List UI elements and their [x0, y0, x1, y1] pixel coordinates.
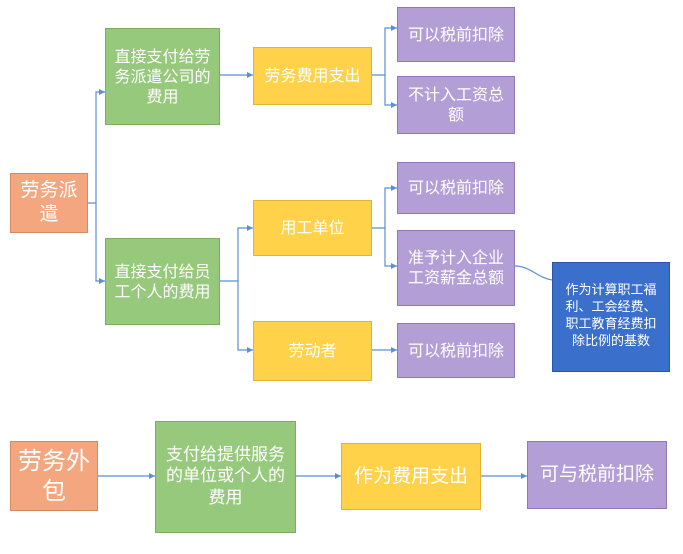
connector-root-to-individuals	[95, 203, 105, 282]
node-labor-dispatch: 劳务派遣	[10, 173, 88, 233]
node-pretax-deductible-outsourcing: 可与税前扣除	[527, 441, 667, 509]
node-pretax-deductible-3: 可以税前扣除	[397, 323, 515, 378]
connector-employer-to-deductible	[372, 187, 397, 229]
node-worker: 劳动者	[253, 321, 372, 381]
node-as-expense: 作为费用支出	[341, 443, 481, 510]
node-pretax-deductible-2: 可以税前扣除	[397, 162, 515, 214]
node-deduction-base-note: 作为计算职工福利、工会经费、职工教育经费扣除比例的基数	[552, 262, 670, 372]
connector-expense-to-not-in-wages	[384, 75, 397, 106]
node-pay-service-provider: 支付给提供服务的单位或个人的费用	[155, 421, 296, 533]
node-labor-expense: 劳务费用支出	[253, 47, 372, 105]
node-pay-dispatch-company: 直接支付给劳务派遣公司的费用	[105, 28, 220, 125]
node-not-in-wage-total: 不计入工资总额	[397, 76, 515, 134]
connector-wages-to-note	[514, 265, 553, 281]
node-employer: 用工单位	[253, 200, 372, 256]
node-labor-outsourcing: 劳务外包	[10, 441, 98, 511]
node-allowed-in-wage-total: 准予计入企业工资薪金总额	[397, 230, 515, 306]
connector-individuals-to-employer	[220, 227, 253, 282]
node-pay-employees-directly: 直接支付给员工个人的费用	[105, 238, 220, 325]
connector-individuals-to-worker	[237, 281, 253, 351]
connector-employer-to-wages	[384, 228, 397, 267]
connector-root-to-company	[88, 91, 105, 204]
node-pretax-deductible-1: 可以税前扣除	[397, 7, 515, 62]
connector-expense-to-deductible	[372, 27, 397, 76]
